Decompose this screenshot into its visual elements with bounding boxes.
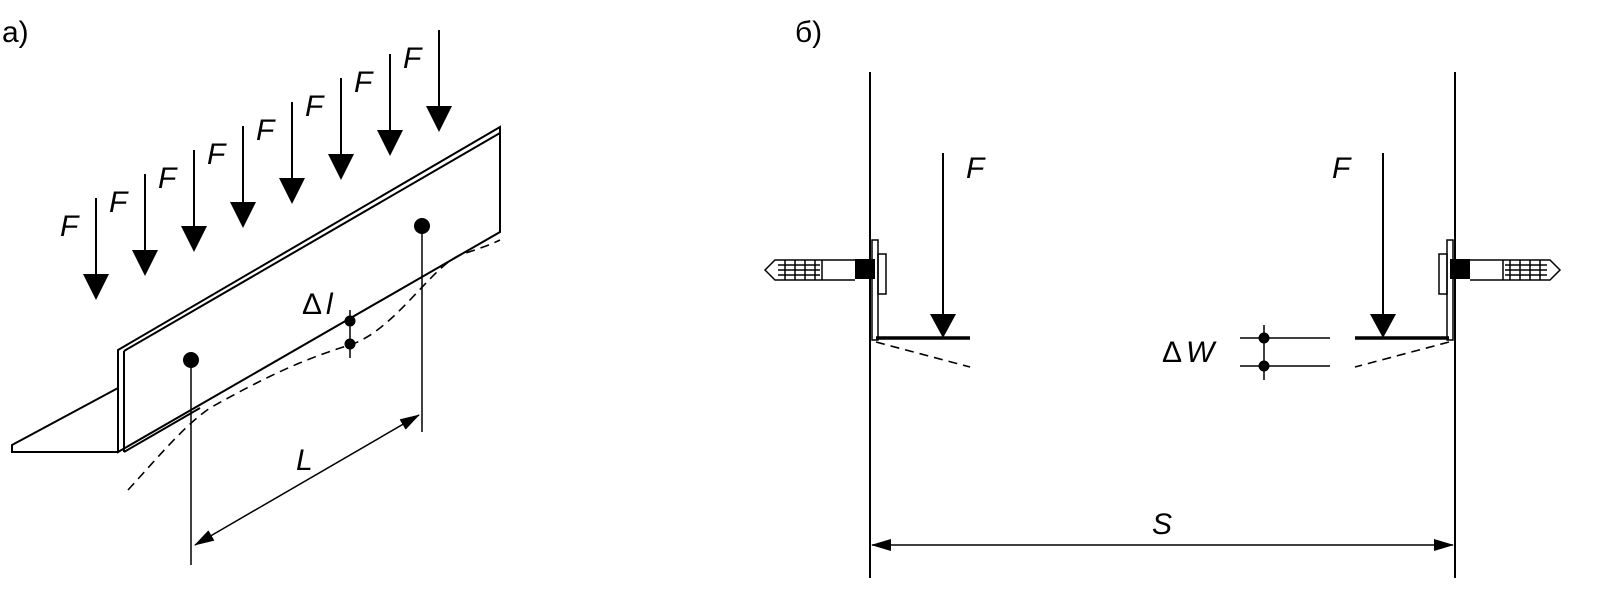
force-arrow-label: F — [158, 162, 178, 195]
beam-top-edge-line — [123, 132, 501, 352]
force-arrow-label: F — [305, 90, 325, 123]
delta-l-symbol: l — [326, 288, 334, 321]
length-label: L — [296, 444, 313, 477]
force-arrow-label: F — [207, 138, 227, 171]
force-right-arrowhead — [1370, 314, 1396, 338]
force-left-arrowhead — [930, 314, 956, 338]
anchor-left — [763, 239, 887, 341]
bracket-right-plate — [1446, 239, 1454, 341]
panel-b: б) — [763, 16, 1562, 578]
deflection-left — [875, 341, 971, 368]
force-arrow-head — [377, 130, 403, 156]
deflected-shape — [127, 239, 501, 491]
force-arrow-a: F — [305, 78, 354, 180]
angle-beam — [11, 125, 501, 454]
delta-l-point-bottom — [344, 338, 356, 350]
gauge-point-left — [183, 352, 199, 368]
force-arrow-head — [83, 274, 109, 300]
beam-flange — [11, 386, 119, 453]
anchor-left-body — [763, 259, 855, 281]
delta-w-point-top — [1258, 332, 1270, 344]
panel-b-label: б) — [795, 16, 822, 49]
bracket-left-plate — [871, 239, 879, 341]
panel-a-label: а) — [2, 16, 29, 49]
beam-flange-bottom-edge — [123, 407, 201, 453]
force-arrow-a: F — [354, 54, 403, 156]
span-label: S — [1152, 508, 1172, 541]
force-arrow-a: F — [60, 198, 109, 300]
gauge-point-right — [414, 218, 430, 234]
force-arrow-label: F — [354, 66, 374, 99]
delta-w-point-bottom — [1258, 360, 1270, 372]
delta-l-point-top — [344, 315, 356, 327]
force-right-label: F — [1332, 152, 1352, 185]
force-arrow-label: F — [60, 210, 80, 243]
force-left-label: F — [966, 152, 986, 185]
force-arrow-label: F — [256, 114, 276, 147]
anchor-right-body — [1470, 259, 1562, 281]
force-arrow-head — [426, 106, 452, 132]
force-arrow-head — [279, 178, 305, 204]
force-arrow-a: F — [403, 30, 452, 132]
delta-l-delta: Δ — [302, 288, 322, 321]
force-arrow-a: F — [207, 126, 256, 228]
delta-w-delta: Δ — [1162, 336, 1182, 369]
bracket-right-washer — [1438, 253, 1448, 295]
anchor-right — [1438, 239, 1562, 341]
bracket-left-washer — [877, 253, 887, 295]
delta-w-symbol: W — [1186, 336, 1217, 369]
force-arrow-label: F — [109, 186, 129, 219]
anchor-left-nut — [855, 259, 875, 279]
force-arrow-a: F — [256, 102, 305, 204]
length-dimension-line — [194, 414, 420, 546]
force-arrow-label: F — [403, 42, 423, 75]
deflection-right — [1354, 341, 1450, 368]
force-arrow-head — [181, 226, 207, 252]
force-arrow-a: F — [109, 174, 158, 276]
force-arrow-head — [230, 202, 256, 228]
force-arrow-head — [328, 154, 354, 180]
anchor-right-nut — [1450, 259, 1470, 279]
force-arrow-a: F — [158, 150, 207, 252]
force-arrow-head — [132, 250, 158, 276]
